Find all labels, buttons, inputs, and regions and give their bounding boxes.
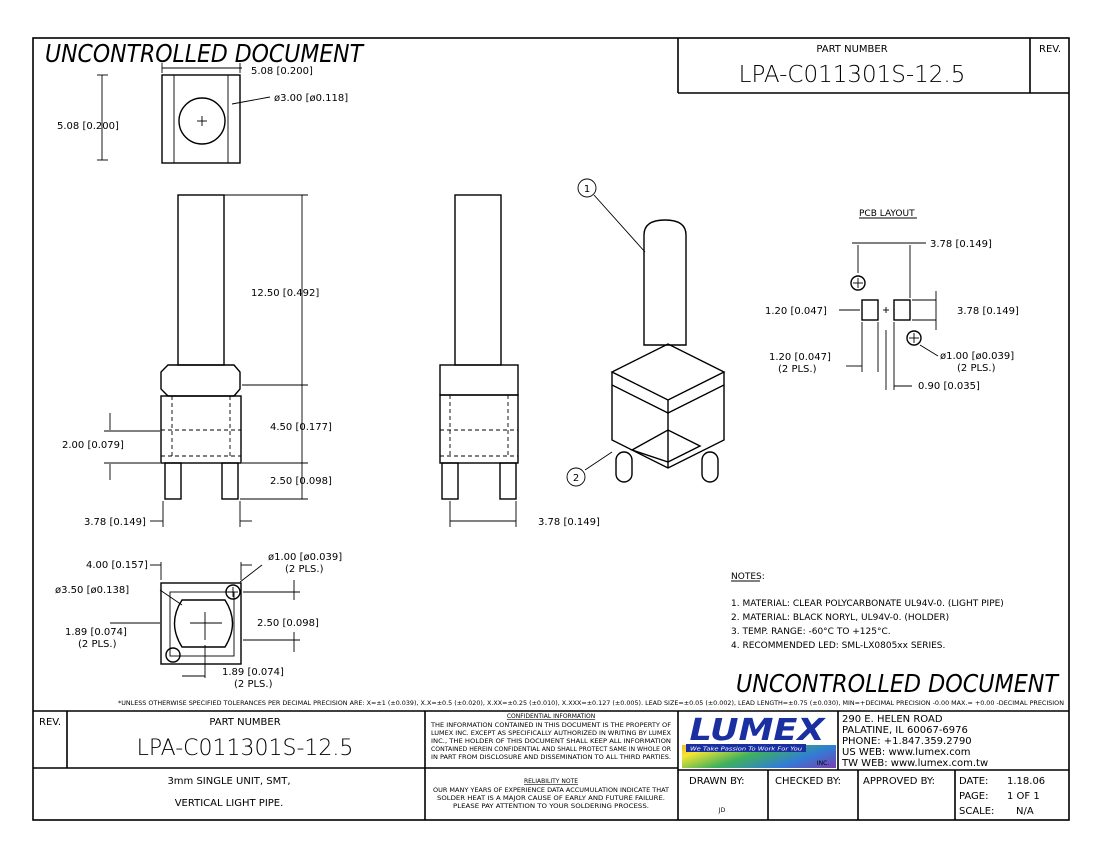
dim-bottom-offset-x-pls: (2 PLS.)	[234, 679, 273, 690]
address-line: 290 E. HELEN ROAD	[842, 714, 943, 725]
dim-bottom-offset-x: 1.89 [0.074]	[222, 667, 284, 678]
dim-top-hole: ø3.00 [ø0.118]	[274, 93, 348, 104]
dim-bottom-hole: ø3.50 [ø0.138]	[55, 585, 129, 596]
top-title-block: PART NUMBER LPA-C011301S-12.5 REV.	[677, 38, 1069, 94]
date-label: DATE:	[959, 776, 988, 787]
note-item: 2. MATERIAL: BLACK NORYL, UL94V-0. (HOLD…	[731, 613, 949, 623]
callout-2	[566, 467, 586, 487]
drawn-by-label: DRAWN BY:	[689, 776, 745, 787]
checked-by-label: CHECKED BY:	[775, 776, 841, 787]
dim-holder-height: 4.50 [0.177]	[270, 422, 332, 433]
bottom-title-block: REV. PART NUMBER LPA-C011301S-12.5 3mm S…	[33, 710, 1069, 820]
tolerance-note: *UNLESS OTHERWISE SPECIFIED TOLERANCES P…	[118, 700, 1064, 707]
dim-bottom-offset-y: 1.89 [0.074]	[65, 627, 127, 638]
description-line-2: VERTICAL LIGHT PIPE.	[175, 798, 284, 809]
top-view: 5.08 [0.200] 5.08 [0.200] ø3.00 [ø0.118]	[57, 63, 348, 164]
dim-top-height: 5.08 [0.200]	[57, 121, 119, 132]
pcb-width-right: 3.78 [0.149]	[957, 306, 1019, 317]
isometric-view: 1 2	[566, 178, 726, 487]
top-rev-label: REV.	[1039, 44, 1061, 55]
address-line: TW WEB: www.lumex.com.tw	[841, 758, 988, 769]
note-item: 3. TEMP. RANGE: -60°C TO +125°C.	[731, 627, 891, 637]
callout-1	[577, 178, 597, 198]
pcb-pad-width: 1.20 [0.047]	[769, 352, 831, 363]
dim-pin-length: 2.50 [0.098]	[270, 476, 332, 487]
dim-bottom-offset-y-pls: (2 PLS.)	[78, 639, 117, 650]
note-item: 1. MATERIAL: CLEAR POLYCARBONATE UL94V-0…	[731, 599, 1004, 609]
pcb-pad-height: 1.20 [0.047]	[765, 306, 827, 317]
page-label: PAGE:	[959, 791, 989, 802]
part-number: LPA-C011301S-12.5	[137, 736, 354, 761]
dim-pipe-length: 12.50 [0.492]	[251, 288, 319, 299]
reliability-line: PLEASE PAY ATTENTION TO YOUR SOLDERING P…	[453, 803, 649, 810]
side-view: 3.78 [0.149]	[439, 194, 600, 528]
dim-bottom-width: 4.00 [0.157]	[86, 560, 148, 571]
reliability-title: RELIABILITY NOTE	[524, 778, 578, 785]
callout-1-text: 1	[584, 184, 590, 195]
lumex-logo: LUMEX We Take Passion To Work For You IN…	[682, 713, 836, 768]
address-line: PALATINE, IL 60067-6976	[842, 725, 968, 736]
pcb-width-top: 3.78 [0.149]	[930, 239, 992, 250]
confidential-line: THE INFORMATION CONTAINED IN THIS DOCUME…	[430, 722, 672, 729]
reliability-line: SOLDER HEAT IS A MAJOR CAUSE OF EARLY AN…	[437, 795, 665, 802]
scale-label: SCALE:	[959, 806, 994, 817]
part-number-label: PART NUMBER	[209, 717, 280, 728]
sheet-border	[32, 37, 1070, 821]
approved-by-label: APPROVED BY:	[863, 776, 935, 787]
dim-side-width: 3.78 [0.149]	[538, 517, 600, 528]
dim-bottom-pin-pls: (2 PLS.)	[285, 564, 324, 575]
pcb-pad-gap: 0.90 [0.035]	[918, 381, 980, 392]
dim-top-width: 5.08 [0.200]	[251, 66, 313, 77]
pcb-hole-dia: ø1.00 [ø0.039]	[940, 351, 1014, 362]
callout-2-text: 2	[573, 473, 579, 484]
confidential-line: LUMEX INC. EXCEPT AS SPECIFICALLY AUTHOR…	[431, 730, 671, 737]
top-part-number-label: PART NUMBER	[816, 44, 887, 55]
confidential-line: INC., THE HOLDER OF THIS DOCUMENT SHALL …	[431, 738, 671, 745]
scale-value: N/A	[1016, 806, 1034, 817]
date-value: 1.18.06	[1007, 776, 1045, 787]
bottom-view: 4.00 [0.157] ø1.00 [ø0.039] (2 PLS.) ø3.…	[55, 552, 342, 690]
notes: NOTES: 1. MATERIAL: CLEAR POLYCARBONATE …	[731, 572, 1004, 651]
watermark-bottom: UNCONTROLLED DOCUMENT	[736, 669, 1060, 698]
dim-bottom-pin-dia: ø1.00 [ø0.039]	[268, 552, 342, 563]
logo-text: LUMEX	[690, 713, 827, 748]
page-value: 1 OF 1	[1007, 791, 1040, 802]
confidential-line: CONTAINED HEREIN CONFIDENTIAL AND SHALL …	[431, 746, 671, 753]
pcb-layout-title: PCB LAYOUT	[859, 209, 915, 219]
pcb-layout: PCB LAYOUT 3.78 [0.149] 3.78 [0.149] 1.2…	[765, 209, 1019, 392]
pcb-pad-width-pls: (2 PLS.)	[778, 364, 817, 375]
front-view: 12.50 [0.492] 4.50 [0.177] 2.00 [0.079] …	[62, 194, 332, 528]
description-line-1: 3mm SINGLE UNIT, SMT,	[167, 776, 290, 787]
dim-bottom-pin-spacing: 2.50 [0.098]	[257, 618, 319, 629]
confidential-title: CONFIDENTIAL INFORMATION	[507, 713, 595, 720]
logo-inc: INC.	[817, 760, 829, 767]
address-line: PHONE: +1.847.359.2790	[842, 736, 972, 747]
reliability-line: OUR MANY YEARS OF EXPERIENCE DATA ACCUMU…	[433, 787, 669, 794]
confidential-line: IN PART FROM DISCLOSURE AND DISSEMINATIO…	[431, 754, 671, 761]
drawn-by: JD	[718, 807, 726, 814]
top-part-number: LPA-C011301S-12.5	[739, 62, 966, 88]
note-item: 4. RECOMMENDED LED: SML-LX0805xx SERIES.	[731, 641, 945, 651]
notes-title: NOTES:	[731, 572, 765, 582]
dim-front-width: 3.78 [0.149]	[84, 517, 146, 528]
pcb-hole-pls: (2 PLS.)	[957, 363, 996, 374]
address-line: US WEB: www.lumex.com	[842, 747, 971, 758]
logo-tagline: We Take Passion To Work For You	[690, 747, 803, 753]
watermark-top: UNCONTROLLED DOCUMENT	[45, 39, 365, 68]
dim-step-height: 2.00 [0.079]	[62, 440, 124, 451]
rev-label: REV.	[39, 717, 61, 728]
